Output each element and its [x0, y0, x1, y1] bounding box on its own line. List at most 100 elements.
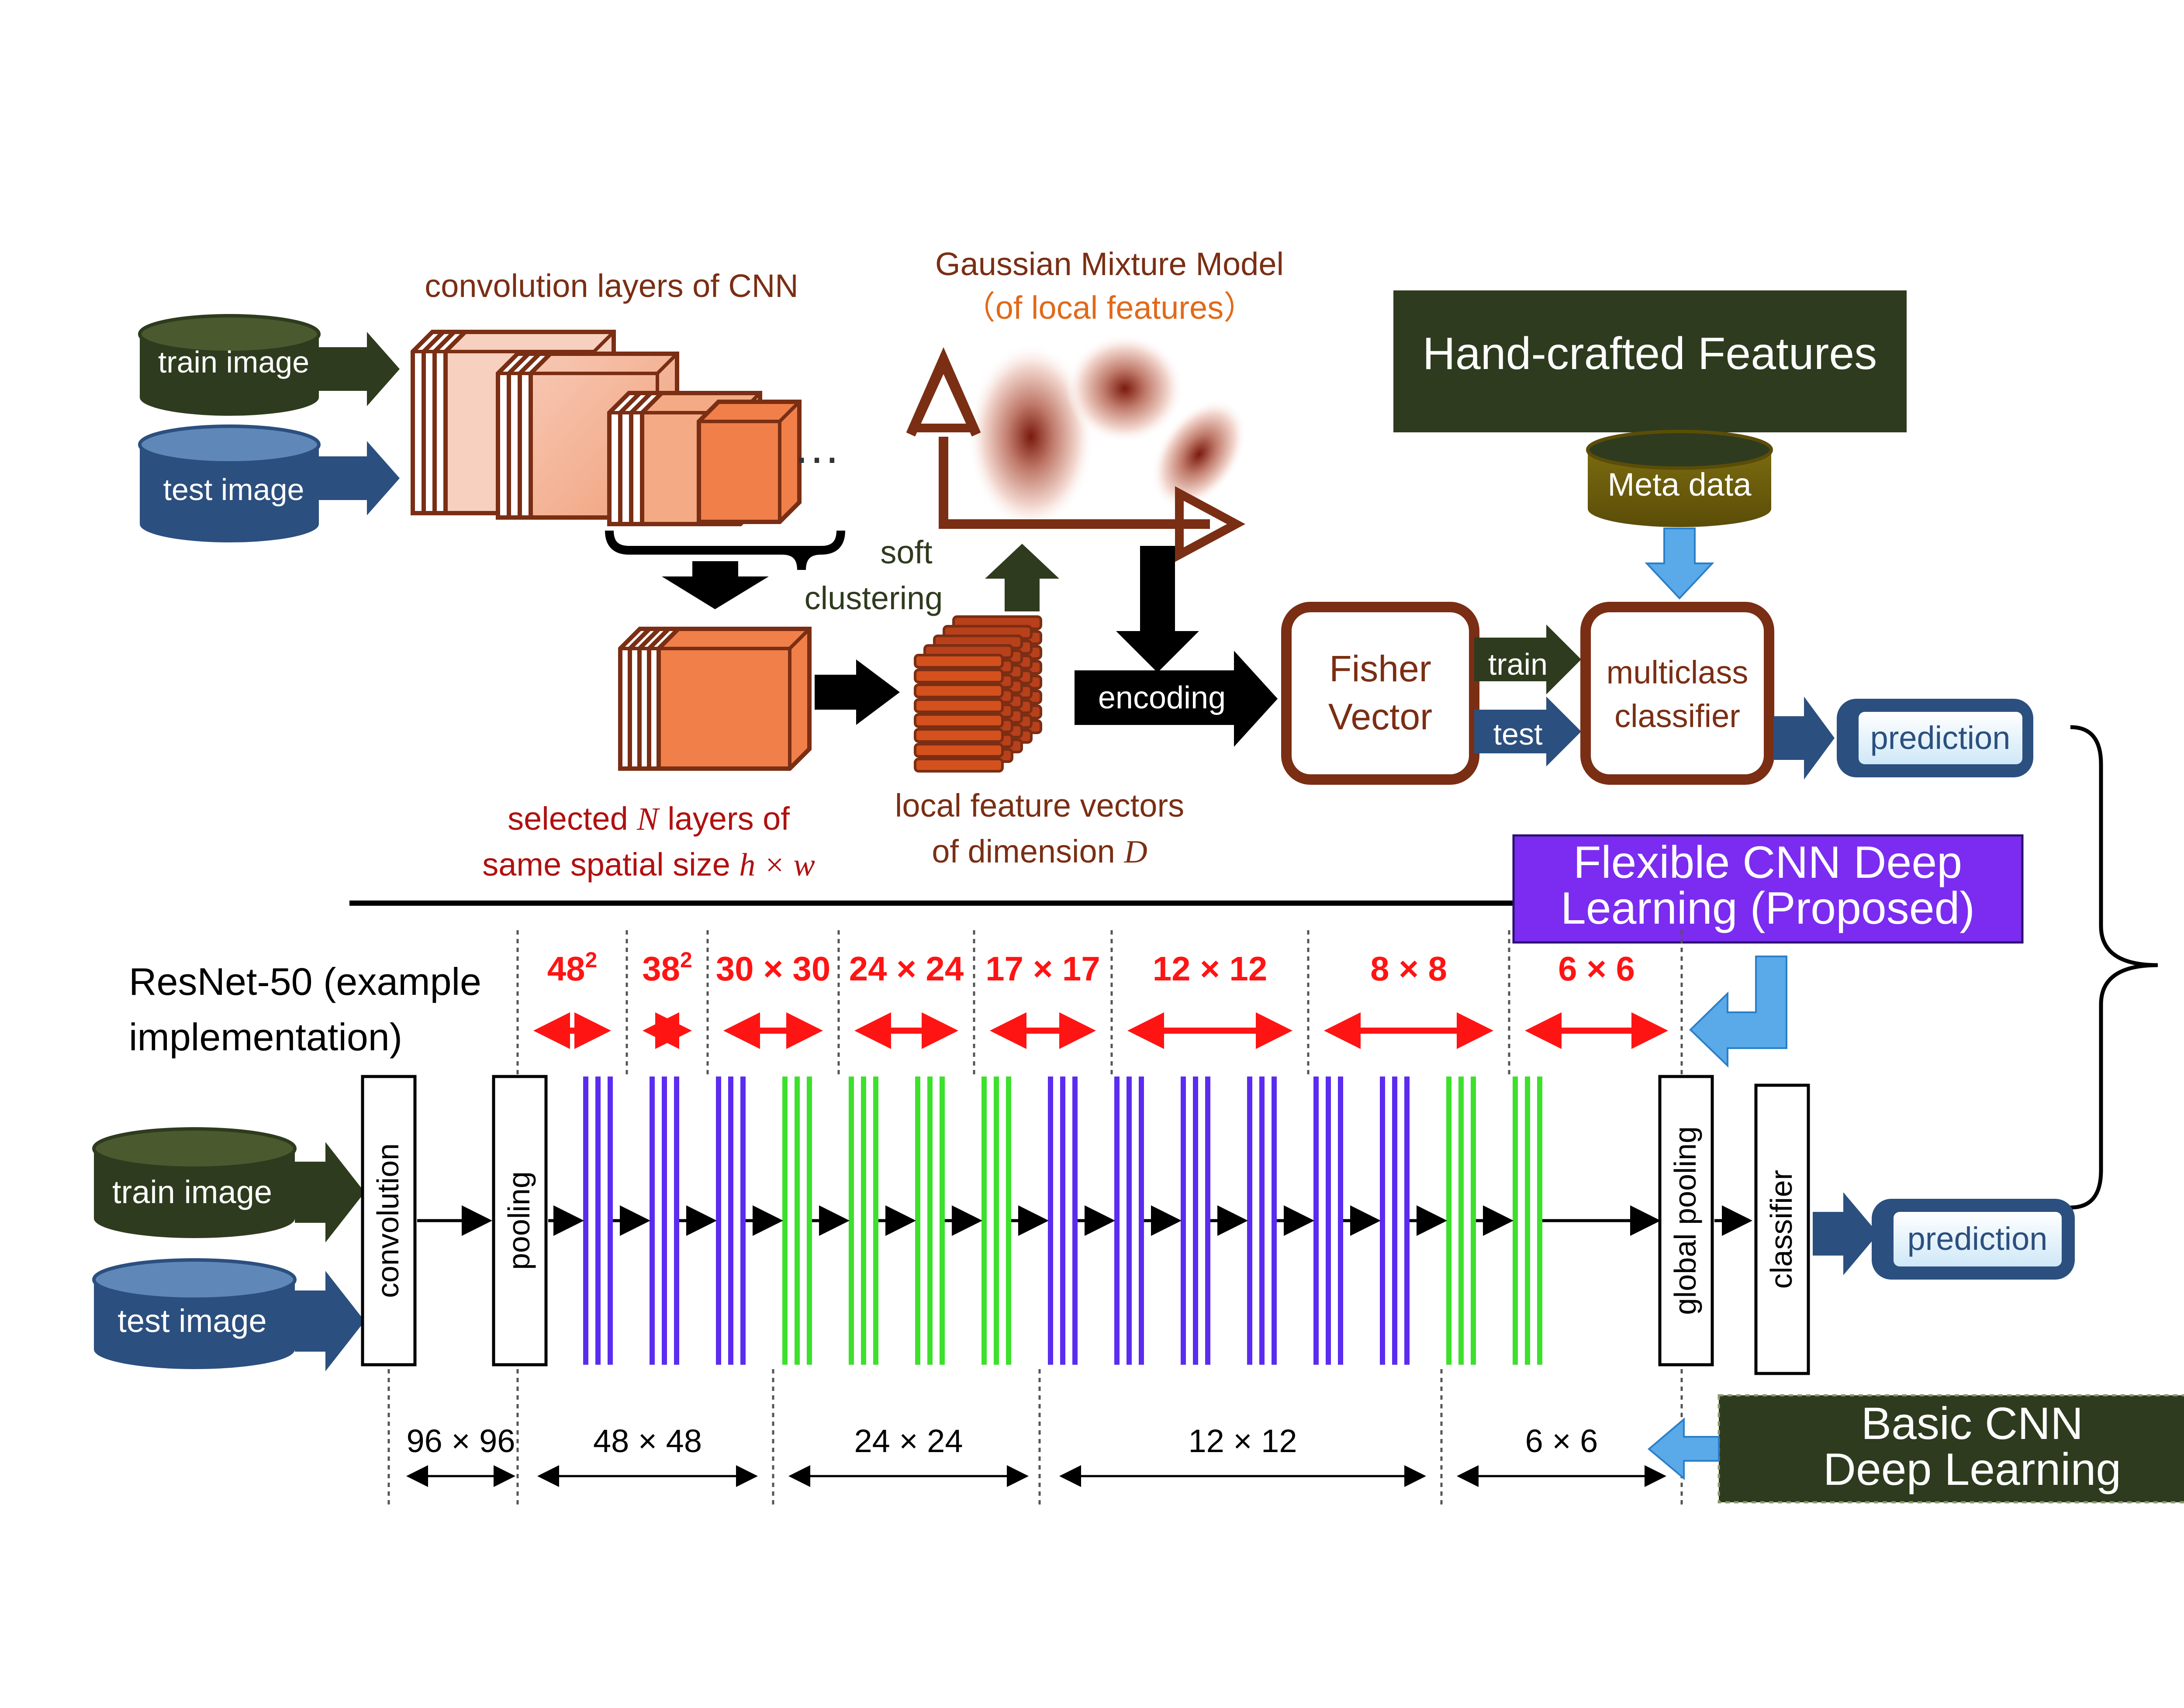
flexible-size-label: 8 × 8 — [1370, 949, 1447, 988]
basic-cnn-box: Basic CNN Deep Learning — [1717, 1394, 2184, 1504]
meta-data-cylinder: Meta data — [1586, 430, 1773, 527]
pooling-box: pooling — [492, 1075, 548, 1366]
basic-size-label: 96 × 96 — [407, 1423, 515, 1459]
residual-block — [1114, 1077, 1144, 1365]
test-label: test — [1493, 717, 1543, 751]
conv-layer-stacks — [411, 330, 802, 526]
basic-size-label: 24 × 24 — [854, 1423, 963, 1459]
multiclass-label-line2: classifier — [1614, 698, 1740, 734]
selected-layers-stack — [618, 627, 812, 771]
meta-data-arrow — [1645, 528, 1714, 600]
residual-block — [1247, 1077, 1277, 1365]
conv-stack-4 — [697, 400, 802, 524]
ellipsis-dots: … — [793, 420, 841, 473]
global-pooling-label: global pooling — [1668, 1126, 1702, 1315]
test-arrow: test — [1474, 697, 1581, 766]
test-image-database-bottom: test image — [92, 1258, 365, 1371]
classifier-to-prediction-arrow-bottom — [1813, 1192, 1878, 1275]
multiclass-classifier-box: multiclass classifier — [1580, 602, 1774, 785]
flexible-size-label: 24 × 24 — [849, 949, 964, 988]
flexible-size-label: 30 × 30 — [716, 949, 830, 988]
basic-label-line2: Deep Learning — [1823, 1444, 2121, 1495]
gmm-plot — [906, 334, 1247, 562]
selected-layers-label-line1: selected N layers of — [508, 801, 790, 837]
test-image-label-bottom: test image — [117, 1303, 266, 1339]
local-feature-cube — [914, 615, 1042, 773]
flexible-size-label: 6 × 6 — [1558, 949, 1635, 988]
stage-separators — [387, 930, 1683, 1507]
right-curly-brace — [2070, 725, 2158, 1210]
prediction-label-top: prediction — [1870, 720, 2011, 756]
residual-block — [849, 1077, 878, 1365]
flexible-size-markers: 482 382 30 × 30 24 × 24 17 × 17 12 × 12 8 × 8 6… — [533, 948, 1668, 1049]
hand-crafted-label: Hand-crafted Features — [1423, 328, 1877, 379]
gmm-subtitle: （of local features） — [963, 290, 1256, 326]
residual-block — [1446, 1077, 1476, 1365]
down-arrow — [662, 561, 769, 609]
selection-bracket — [605, 530, 845, 570]
down-arrow-gmm — [1116, 546, 1199, 673]
basic-left-arrow — [1647, 1417, 1720, 1480]
hand-crafted-features-box: Hand-crafted Features — [1393, 290, 1907, 432]
gmm-title: Gaussian Mixture Model — [935, 246, 1284, 282]
up-arrow-soft-clustering — [985, 544, 1059, 611]
encoding-label: encoding — [1098, 680, 1226, 715]
classifier-to-prediction-arrow — [1773, 697, 1835, 780]
residual-block — [716, 1077, 746, 1365]
residual-block — [1380, 1077, 1410, 1365]
basic-size-label: 48 × 48 — [593, 1423, 702, 1459]
residual-block — [915, 1077, 945, 1365]
train-arrow: train — [1474, 625, 1581, 694]
flexible-label-line2: Learning (Proposed) — [1561, 883, 1975, 934]
test-image-database: test image — [138, 424, 400, 542]
right-arrow-to-features — [815, 659, 900, 725]
multiclass-label-line1: multiclass — [1607, 654, 1749, 690]
pooling-label: pooling — [502, 1171, 536, 1270]
selected-layers-label-line2: same spatial size h × w — [482, 846, 815, 883]
residual-block — [1513, 1077, 1542, 1365]
local-feature-label-line1: local feature vectors — [895, 787, 1184, 824]
flexible-size-label: 382 — [642, 948, 692, 988]
soft-clustering-line2: clustering — [805, 580, 943, 616]
fisher-label-line1: Fisher — [1329, 648, 1431, 689]
resnet-label-line2: implementation) — [129, 1015, 402, 1059]
meta-data-label: Meta data — [1607, 466, 1752, 503]
selected-stack — [618, 627, 812, 771]
residual-block — [1313, 1077, 1343, 1365]
residual-block — [1048, 1077, 1078, 1365]
test-image-label: test image — [163, 473, 304, 507]
flexible-label-line1: Flexible CNN Deep — [1573, 837, 1962, 888]
flexible-size-label: 12 × 12 — [1153, 949, 1267, 988]
resnet-label-line1: ResNet-50 (example — [129, 960, 481, 1003]
residual-block — [583, 1077, 613, 1365]
basic-size-label: 12 × 12 — [1189, 1423, 1297, 1459]
flexible-cnn-box: Flexible CNN Deep Learning (Proposed) — [1512, 834, 2024, 944]
train-image-database-bottom: train image — [92, 1127, 365, 1242]
basic-size-markers: 96 × 96 48 × 48 24 × 24 12 × 12 6 × 6 — [406, 1423, 1666, 1487]
residual-block — [650, 1077, 679, 1365]
residual-block — [782, 1077, 812, 1365]
train-label: train — [1488, 647, 1548, 681]
residual-block — [981, 1077, 1011, 1365]
fisher-label-line2: Vector — [1328, 696, 1432, 737]
residual-block — [1181, 1077, 1210, 1365]
encoding-arrow: encoding — [1075, 651, 1278, 747]
global-pooling-box: global pooling — [1658, 1075, 1714, 1366]
fisher-vector-box: Fisher Vector — [1281, 602, 1479, 785]
train-image-database: train image — [138, 314, 400, 416]
train-image-label: train image — [158, 345, 309, 379]
flexible-size-label: 482 — [547, 948, 598, 988]
prediction-label-bottom: prediction — [1908, 1221, 2048, 1257]
local-feature-label-line2: of dimension D — [932, 833, 1147, 870]
flexible-bent-arrow — [1689, 956, 1787, 1068]
convolution-box: convolution — [361, 1075, 417, 1366]
prediction-box-top: prediction — [1837, 699, 2033, 777]
residual-blocks — [548, 1077, 1661, 1365]
classifier-label: classifier — [1764, 1170, 1798, 1289]
flexible-size-label: 17 × 17 — [985, 949, 1100, 988]
basic-size-label: 6 × 6 — [1525, 1423, 1598, 1459]
conv-layers-title: convolution layers of CNN — [425, 268, 798, 304]
classifier-box: classifier — [1754, 1083, 1810, 1375]
convolution-label: convolution — [371, 1143, 405, 1298]
